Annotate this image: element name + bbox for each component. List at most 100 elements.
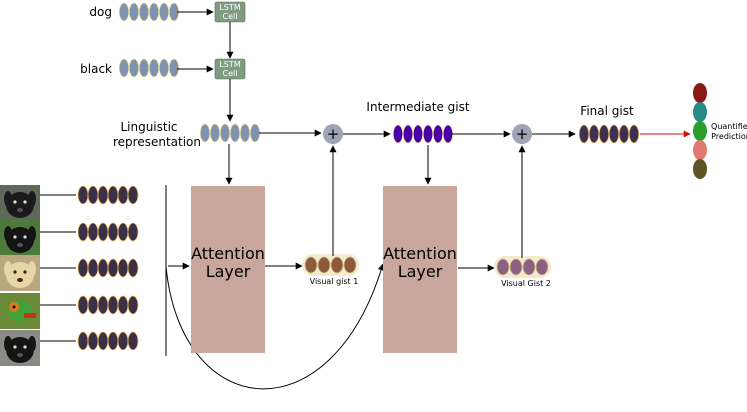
final-gist-vector-cell [608, 124, 620, 144]
image-feature-vector-4-cell [97, 295, 109, 315]
intermediate-gist-vector-cell [432, 124, 444, 144]
attention-layer-1-line1: Attention [191, 244, 265, 263]
word-vector-dog-cell [148, 2, 160, 22]
visual-gist-1-cell [343, 256, 357, 274]
dog-image-5 [0, 330, 40, 366]
lstm-cell-1: LSTM Cell [214, 1, 246, 23]
linguistic-vector-cell [219, 123, 231, 143]
visual-gist-1-vector [302, 254, 359, 276]
visual-gist-2-vector [494, 256, 551, 278]
word-vector-dog [118, 2, 180, 22]
word-vector-dog-cell [138, 2, 150, 22]
word-vector-black-cell [118, 58, 130, 78]
image-feature-vector-1-cell [127, 185, 139, 205]
quantifier-circle-3 [693, 121, 707, 141]
word-vector-dog-cell [118, 2, 130, 22]
final-gist-vector-cell [598, 124, 610, 144]
linguistic-vector [199, 123, 261, 143]
attention-layer-1-line2: Layer [206, 262, 251, 281]
image-feature-vector-2-cell [127, 222, 139, 242]
lstm-cell-2: LSTM Cell [214, 58, 246, 80]
image-feature-vector-3-cell [77, 258, 89, 278]
dog-image-2 [0, 220, 40, 256]
final-gist-vector [578, 124, 640, 144]
visual-gist-1-cell [330, 256, 344, 274]
visual-gist-2-cell [522, 258, 536, 276]
quantifier-label-line1: Quantifier [711, 122, 747, 131]
image-feature-vector-1-cell [87, 185, 99, 205]
image-feature-vector-2-cell [117, 222, 129, 242]
plus-node-1-symbol: + [327, 125, 340, 143]
image-feature-vector-1 [77, 185, 139, 205]
image-feature-vector-3-cell [87, 258, 99, 278]
image-feature-vector-1-cell [117, 185, 129, 205]
visual-gist-2-cell [535, 258, 549, 276]
word-vector-black-cell [128, 58, 140, 78]
image-feature-vector-3-cell [107, 258, 119, 278]
dog-image-1 [0, 185, 40, 221]
image-feature-vector-1-cell [77, 185, 89, 205]
quantifier-circle-1 [693, 83, 707, 103]
image-feature-vector-2-cell [107, 222, 119, 242]
intermediate-gist-vector-cell [392, 124, 404, 144]
lstm-cell-1-line2: Cell [223, 12, 238, 21]
word-vector-black [118, 58, 180, 78]
final-gist-vector-cell [578, 124, 590, 144]
image-feature-vector-4-cell [117, 295, 129, 315]
image-feature-vector-1-cell [97, 185, 109, 205]
attention-layer-2-line2: Layer [398, 262, 443, 281]
image-feature-vector-2 [77, 222, 139, 242]
visual-gist-2-container [494, 256, 551, 278]
intermediate-gist-label: Intermediate gist [366, 100, 469, 114]
final-gist-vector-cell [628, 124, 640, 144]
linguistic-vector-cell [199, 123, 211, 143]
attention-layer-2: Attention Layer [383, 186, 457, 353]
intermediate-gist-vector-cell [442, 124, 454, 144]
quantifier-circle-4 [693, 140, 707, 160]
image-feature-vector-5-cell [77, 331, 89, 351]
quantifier-circle-5 [693, 159, 707, 179]
image-feature-vector-3-cell [97, 258, 109, 278]
word-vector-black-cell [148, 58, 160, 78]
image-feature-vector-5-cell [97, 331, 109, 351]
image-feature-vector-5-cell [117, 331, 129, 351]
image-feature-vector-5-cell [127, 331, 139, 351]
quantifier-circle-2 [693, 102, 707, 122]
dog-image-3 [0, 255, 40, 291]
quantifier-label-line2: Prediction [711, 132, 747, 141]
word-vector-dog-cell [158, 2, 170, 22]
plus-node-2-symbol: + [516, 125, 529, 143]
image-feature-vector-2-cell [77, 222, 89, 242]
image-feature-vector-3 [77, 258, 139, 278]
linguistic-label-line2: representation [113, 135, 201, 149]
visual-gist-2-cell [496, 258, 510, 276]
intermediate-gist-vector-cell [402, 124, 414, 144]
visual-gist-1-container [302, 254, 359, 276]
bird-image-4 [0, 293, 40, 329]
image-feature-vector-5-cell [107, 331, 119, 351]
visual-gist-1-label: Visual gist 1 [310, 277, 359, 286]
image-feature-vector-1-cell [107, 185, 119, 205]
lstm-cell-2-line1: LSTM [219, 60, 240, 69]
final-gist-vector-cell [588, 124, 600, 144]
attention-layer-1: Attention Layer [191, 186, 265, 353]
word-vector-black-cell [138, 58, 150, 78]
image-feature-vector-5 [77, 331, 139, 351]
word-vector-dog-cell [128, 2, 140, 22]
image-feature-vector-3-cell [127, 258, 139, 278]
lstm-cell-2-line2: Cell [223, 69, 238, 78]
linguistic-vector-cell [249, 123, 261, 143]
visual-gist-2-label: Visual Gist 2 [501, 279, 551, 288]
image-feature-vector-4-cell [77, 295, 89, 315]
image-feature-vector-4-cell [87, 295, 99, 315]
lstm-cell-1-line1: LSTM [219, 3, 240, 12]
final-gist-vector-cell [618, 124, 630, 144]
intermediate-gist-vector [392, 124, 454, 144]
image-thumbnails [0, 185, 40, 366]
image-feature-vector-4 [77, 295, 139, 315]
attention-layer-2-line1: Attention [383, 244, 457, 263]
linguistic-vector-cell [239, 123, 251, 143]
quantifier-prediction-circles [693, 83, 707, 179]
word-vector-black-cell [158, 58, 170, 78]
